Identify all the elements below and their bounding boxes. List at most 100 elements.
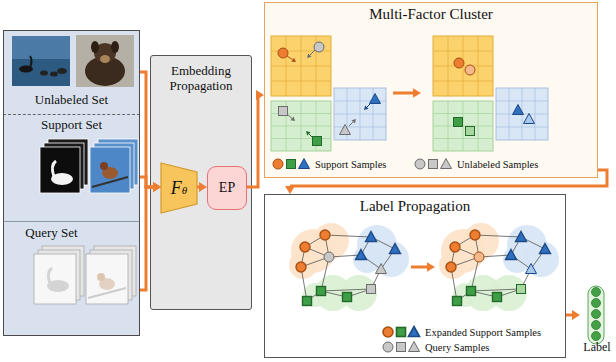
grid-line: [286, 101, 287, 151]
arrow-line: [393, 92, 413, 95]
arrow-head: [285, 186, 295, 194]
arrow-head: [199, 182, 207, 192]
label-entry: [592, 321, 601, 330]
graph-edge: [325, 235, 371, 237]
sample-triangle: [513, 105, 524, 115]
graph-edge: [329, 255, 361, 257]
sample-square: [279, 107, 288, 116]
arrow-line: [287, 56, 293, 60]
class-cloud: [357, 225, 397, 265]
graph-edge: [347, 289, 371, 297]
class-cloud: [373, 241, 409, 277]
image-card: [44, 143, 84, 189]
grid-line: [433, 66, 493, 67]
sample-triangle: [526, 264, 537, 274]
branch: [92, 177, 128, 187]
grid-line: [334, 101, 386, 102]
feature-grid: [433, 101, 493, 151]
grid-line: [433, 126, 493, 127]
grid-line: [360, 88, 361, 140]
class-cloud: [291, 229, 335, 273]
arrow-head: [291, 58, 296, 62]
grid-line: [433, 81, 493, 82]
grid-line: [271, 126, 331, 127]
image-card: [34, 254, 76, 304]
connector: [285, 170, 607, 194]
sample-circle: [446, 262, 456, 272]
legend-sample: [272, 157, 312, 171]
sample-triangle: [409, 327, 420, 337]
image-card: [94, 143, 134, 189]
grid-line: [286, 36, 287, 96]
sample-square: [397, 343, 406, 352]
sample-triangle: [340, 125, 351, 135]
sample-square: [517, 285, 526, 294]
graph-edge: [305, 235, 325, 247]
graph-edge: [451, 247, 455, 267]
sample-triangle: [441, 159, 452, 169]
sample-square: [287, 160, 296, 169]
grid-line: [373, 88, 374, 140]
graph-edge: [497, 289, 521, 297]
graph-edge: [451, 267, 457, 301]
sample-square: [454, 118, 463, 127]
sample-square: [429, 160, 438, 169]
connector-line: [290, 170, 607, 186]
graph-edge: [457, 291, 471, 301]
grid-line: [334, 127, 386, 128]
sample-square: [367, 285, 376, 294]
sample-circle: [314, 42, 324, 52]
sample-square: [453, 297, 462, 306]
image-card: [38, 250, 80, 300]
connector-line: [197, 186, 199, 189]
sample-triangle: [299, 159, 310, 169]
class-cloud: [289, 251, 317, 279]
class-cloud: [439, 251, 467, 279]
query-set-panel: Query Set: [3, 222, 140, 336]
arrow-head: [364, 105, 369, 110]
sample-square: [343, 293, 352, 302]
graph-edge: [325, 235, 329, 257]
arrow-line: [309, 134, 313, 138]
graph-edge: [321, 291, 347, 297]
grid-line: [433, 51, 493, 52]
connector: [197, 182, 207, 192]
node-label: Unlabeled Set: [35, 93, 108, 108]
graph-edge: [361, 237, 371, 255]
class-cloud: [491, 275, 527, 311]
branch: [88, 288, 126, 298]
node-label: Fθ: [171, 178, 187, 199]
encoder-block: Fθ: [161, 163, 197, 213]
legend-entry: Query Samples: [382, 340, 489, 354]
grid-line: [334, 114, 386, 115]
ep-block: EP: [207, 166, 247, 210]
photo-water: [12, 59, 70, 86]
encoder-trapezoid: [161, 163, 197, 213]
arrow-head: [306, 131, 311, 136]
graph-edge: [471, 289, 521, 291]
legend-label: Expanded Support Samples: [425, 327, 541, 338]
connector-line: [566, 314, 572, 317]
connector: [140, 72, 161, 192]
sample-square: [303, 297, 312, 306]
image-card: [98, 139, 138, 185]
dog-head: [94, 43, 116, 63]
swan: [51, 173, 73, 185]
class-cloud: [303, 283, 327, 307]
photo: [76, 35, 134, 87]
unlabeled-set-panel: Unlabeled Set: [3, 30, 140, 115]
connector-line: [140, 187, 153, 290]
feature-grid: [271, 36, 331, 96]
sample-circle: [465, 65, 475, 75]
bird: [99, 278, 115, 290]
graph-edge: [455, 247, 479, 257]
arrow-head: [153, 182, 161, 192]
arrow-head: [153, 182, 161, 192]
grid-line: [509, 88, 510, 140]
graph-edge: [531, 249, 545, 269]
sample-circle: [273, 159, 283, 169]
arrow-head: [413, 88, 421, 98]
feature-grid: [496, 88, 548, 140]
sample-triangle: [376, 264, 387, 274]
